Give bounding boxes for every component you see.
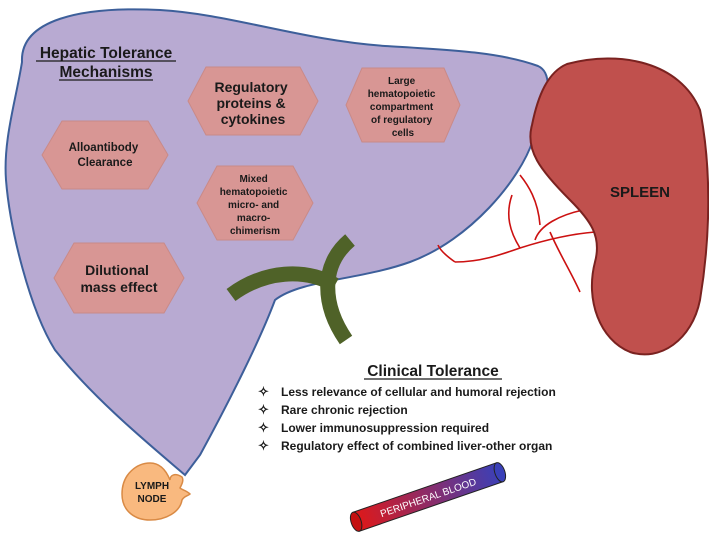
- clinical-heading: Clinical Tolerance: [367, 363, 499, 380]
- blood-tube-end: [349, 511, 363, 532]
- mechanism-line: cytokines: [221, 111, 286, 127]
- bullet-icon: ✧: [258, 420, 269, 435]
- clinical-list: ✧ Less relevance of cellular and humoral…: [258, 384, 556, 453]
- mechanism-line: of regulatory: [371, 115, 433, 126]
- mechanism-line: Regulatory: [214, 79, 287, 95]
- mechanism-hexagon: Alloantibody Clearance: [41, 120, 169, 190]
- blood-tube-end: [493, 462, 507, 483]
- mechanism-line: proteins &: [216, 95, 285, 111]
- lymph-node-label-line1: LYMPH: [135, 481, 169, 492]
- hepatic-title-line1: Hepatic Tolerance: [40, 45, 173, 62]
- spleen-label: SPLEEN: [610, 184, 670, 201]
- mechanism-hexagon: Mixed hematopoietic micro- and macro- ch…: [196, 165, 314, 241]
- peripheral-blood-tube: PERIPHERAL BLOOD: [349, 462, 507, 532]
- mechanism-line: micro- and: [228, 200, 279, 211]
- mechanism-hexagon: Dilutional mass effect: [53, 242, 185, 314]
- lymph-node-label-line2: NODE: [138, 494, 167, 505]
- mechanism-label: Mixed hematopoietic micro- and macro- ch…: [220, 174, 291, 237]
- mechanism-label: Regulatory proteins & cytokines: [214, 79, 291, 127]
- mechanism-line: compartment: [370, 102, 434, 113]
- mechanism-line: Dilutional: [85, 262, 149, 278]
- mechanism-label: Dilutional mass effect: [80, 262, 157, 295]
- mechanism-line: hematopoietic: [220, 187, 288, 198]
- connector-arc: [226, 234, 356, 345]
- lymph-node-shape: [121, 462, 192, 521]
- mechanism-line: mass effect: [80, 279, 157, 295]
- mechanism-line: Mixed: [239, 174, 267, 185]
- bullet-icon: ✧: [258, 402, 269, 417]
- spleen-shape: [529, 57, 709, 356]
- mechanism-line: chimerism: [230, 226, 280, 237]
- bullet-icon: ✧: [258, 384, 269, 399]
- clinical-item: Lower immunosuppression required: [281, 421, 489, 435]
- clinical-item: Less relevance of cellular and humoral r…: [281, 385, 556, 399]
- bullet-icon: ✧: [258, 438, 269, 453]
- mechanism-line: hematopoietic: [368, 89, 436, 100]
- mechanism-hexagon: Large hematopoietic compartment of regul…: [345, 67, 461, 143]
- clinical-item: Rare chronic rejection: [281, 403, 408, 417]
- mechanism-line: cells: [392, 128, 415, 139]
- mechanism-line: Clearance: [78, 157, 133, 169]
- mechanism-label: Alloantibody Clearance: [69, 142, 142, 169]
- mechanism-hexagon: Regulatory proteins & cytokines: [187, 66, 319, 136]
- hepatic-title-line2: Mechanisms: [59, 64, 152, 81]
- clinical-item: Regulatory effect of combined liver-othe…: [281, 439, 552, 453]
- mechanism-line: macro-: [237, 213, 270, 224]
- mechanism-line: Alloantibody: [69, 142, 139, 154]
- spleen-vessels: [437, 174, 596, 293]
- mechanism-line: Large: [388, 76, 416, 87]
- mechanism-label: Large hematopoietic compartment of regul…: [368, 76, 439, 139]
